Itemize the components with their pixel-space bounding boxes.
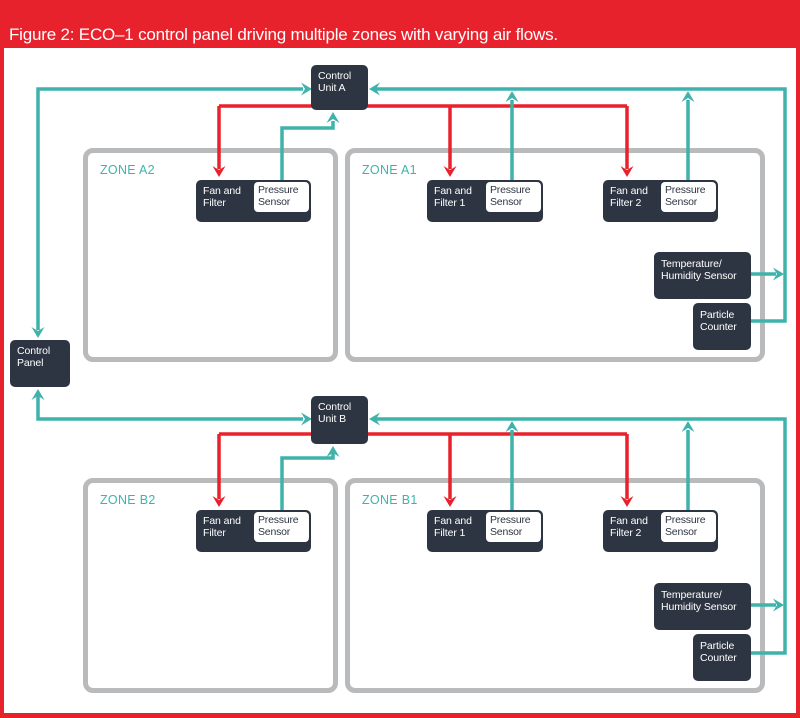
- temp-humidity-b1-node: Temperature/ Humidity Sensor: [654, 583, 751, 630]
- pressure-sensor2-b1-label: Pressure Sensor: [665, 514, 706, 539]
- arrow-up-pressure1-b1: [505, 421, 519, 432]
- arrow-up-into-unitB-bottom: [326, 446, 340, 457]
- pressure-sensor1-b1-node: Pressure Sensor: [486, 512, 541, 542]
- pressure-sensor2-a1-node: Pressure Sensor: [661, 182, 716, 212]
- fan-filter1-b1-label: Fan and Filter 1: [434, 515, 472, 540]
- pressure-sensor-a2-node: Pressure Sensor: [254, 182, 309, 212]
- zone-a1-label: ZONE A1: [362, 163, 417, 177]
- fan-filter1-a1-label: Fan and Filter 1: [434, 185, 472, 210]
- fan-filter2-a1-label: Fan and Filter 2: [610, 185, 648, 210]
- pressure-sensor2-a1-label: Pressure Sensor: [665, 184, 706, 209]
- control-panel-node: Control Panel: [10, 340, 70, 387]
- particle-counter-b1-node: Particle Counter: [693, 634, 751, 681]
- fan-filter-a2-node: Fan and Filter Pressure Sensor: [196, 180, 311, 222]
- fan-filter2-b1-label: Fan and Filter 2: [610, 515, 648, 540]
- arrow-up-pressure1-a1: [505, 91, 519, 102]
- figure-title: Figure 2: ECO–1 control panel driving mu…: [9, 25, 558, 44]
- pressure-sensor-a2-label: Pressure Sensor: [258, 184, 299, 209]
- zone-b2-panel: ZONE B2: [83, 478, 338, 693]
- fan-filter1-b1-node: Fan and Filter 1 Pressure Sensor: [427, 510, 543, 552]
- arrow-up-into-unitA-bottom: [326, 112, 340, 123]
- arrow-right-temphum-a1: [773, 267, 784, 281]
- arrow-up-into-panel: [31, 389, 45, 400]
- zone-b2-label: ZONE B2: [100, 493, 156, 507]
- fan-filter-b2-label: Fan and Filter: [203, 515, 241, 540]
- fan-filter2-b1-node: Fan and Filter 2 Pressure Sensor: [603, 510, 718, 552]
- edge-panel-unitB: [36, 396, 303, 421]
- control-panel-label: Control Panel: [17, 345, 51, 370]
- temp-humidity-a1-label: Temperature/ Humidity Sensor: [661, 258, 737, 283]
- arrow-down-into-panel: [31, 327, 45, 338]
- zone-a2-label: ZONE A2: [100, 163, 155, 177]
- pressure-sensor-b2-label: Pressure Sensor: [258, 514, 299, 539]
- control-unit-b-node: Control Unit B: [311, 396, 368, 444]
- fan-filter1-a1-node: Fan and Filter 1 Pressure Sensor: [427, 180, 543, 222]
- pressure-sensor2-b1-node: Pressure Sensor: [661, 512, 716, 542]
- control-unit-a-node: Control Unit A: [311, 65, 368, 110]
- pressure-sensor1-a1-label: Pressure Sensor: [490, 184, 531, 209]
- fan-filter-b2-node: Fan and Filter Pressure Sensor: [196, 510, 311, 552]
- temp-humidity-a1-node: Temperature/ Humidity Sensor: [654, 252, 751, 299]
- arrow-up-pressure2-a1: [681, 91, 695, 102]
- zone-b1-label: ZONE B1: [362, 493, 418, 507]
- particle-counter-b1-label: Particle Counter: [700, 640, 737, 665]
- pressure-sensor1-a1-node: Pressure Sensor: [486, 182, 541, 212]
- control-unit-a-label: Control Unit A: [318, 70, 352, 95]
- arrow-up-pressure2-b1: [681, 421, 695, 432]
- pressure-sensor1-b1-label: Pressure Sensor: [490, 514, 531, 539]
- fan-filter-a2-label: Fan and Filter: [203, 185, 241, 210]
- temp-humidity-b1-label: Temperature/ Humidity Sensor: [661, 589, 737, 614]
- fan-filter2-a1-node: Fan and Filter 2 Pressure Sensor: [603, 180, 718, 222]
- particle-counter-a1-label: Particle Counter: [700, 309, 737, 334]
- control-unit-b-label: Control Unit B: [318, 401, 352, 426]
- particle-counter-a1-node: Particle Counter: [693, 303, 751, 350]
- pressure-sensor-b2-node: Pressure Sensor: [254, 512, 309, 542]
- arrow-right-temphum-b1: [773, 598, 784, 612]
- arrow-left-into-unitB: [369, 412, 380, 426]
- arrow-left-into-unitA: [369, 82, 380, 96]
